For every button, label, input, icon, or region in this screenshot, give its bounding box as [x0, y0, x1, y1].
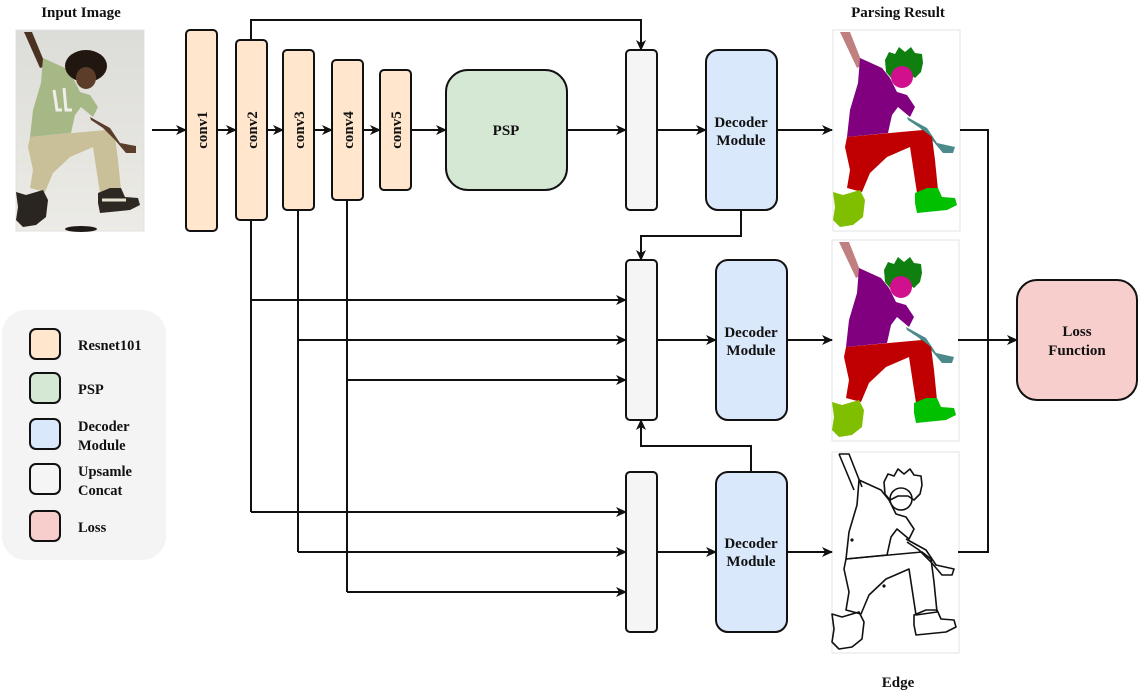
legend-label-concat-line2: Concat	[78, 483, 122, 499]
edge-hair	[883, 468, 923, 501]
edge-arm-left	[838, 453, 863, 491]
concat-block-1	[625, 49, 658, 211]
arrow-decoder1-to-concat2	[636, 210, 742, 261]
input-image-title: Input Image	[41, 5, 121, 21]
concat-block-2	[625, 259, 658, 421]
loss-function-block	[1016, 279, 1138, 401]
conv2-label: conv2	[245, 111, 261, 149]
parsing-result-image-1	[832, 29, 961, 232]
decoder-1-line1: Decoder	[714, 115, 768, 131]
legend-swatch-loss	[29, 510, 61, 542]
parsing-face	[891, 66, 913, 88]
parsing-result-image-2	[831, 239, 960, 442]
edge-title: Edge	[882, 675, 915, 691]
legend-swatch-resnet	[29, 328, 61, 360]
legend-label-concat-line1: Upsamle	[78, 464, 133, 480]
decoder-2-line1: Decoder	[724, 325, 778, 341]
concat-block-3	[625, 471, 658, 633]
parsing-arm-right	[907, 117, 955, 153]
decoder-1-line2: Module	[716, 133, 766, 149]
parsing-shoe-right	[915, 188, 957, 213]
loss-line1: Loss	[1062, 324, 1091, 340]
edge-arm-right	[905, 538, 955, 576]
decoder-3-line2: Module	[726, 554, 776, 570]
arrow-decoder3-to-concat2	[636, 419, 752, 472]
parsing-upper-clothes	[847, 58, 915, 137]
legend-swatch-decoder	[29, 418, 61, 450]
parsing-arm-left	[840, 32, 863, 68]
legend-label-decoder-line2: Module	[78, 438, 126, 454]
edge-pants	[843, 551, 938, 616]
arrow-conv2-skip-to-concat1	[250, 19, 646, 51]
edge-image	[831, 451, 960, 654]
conv3-label: conv3	[292, 111, 308, 149]
input-image	[15, 29, 145, 232]
conv5-label: conv5	[389, 111, 405, 149]
conv1-label: conv1	[195, 111, 211, 149]
legend: Resnet101 PSP Decoder Module Upsamle Con…	[2, 310, 166, 560]
decoder-module-3	[715, 471, 788, 633]
legend-label-decoder-line1: Decoder	[78, 419, 130, 435]
legend-label-loss: Loss	[78, 520, 107, 536]
parsing-result-title: Parsing Result	[851, 5, 945, 21]
edge-shoe-right	[913, 609, 957, 636]
legend-label-resnet: Resnet101	[78, 338, 142, 354]
legend-swatch-concat	[29, 463, 61, 495]
edge-shoe-left	[831, 611, 865, 650]
decoder-2-line2: Module	[726, 343, 776, 359]
edge-face	[889, 487, 913, 511]
parsing-shoe-left	[833, 190, 865, 227]
conv4-label: conv4	[341, 111, 357, 149]
decoder-3-line1: Decoder	[724, 536, 778, 552]
legend-label-psp: PSP	[78, 382, 104, 398]
psp-label: PSP	[493, 123, 520, 139]
legend-swatch-psp	[29, 372, 61, 404]
parsing-pants	[845, 130, 938, 193]
loss-line2: Function	[1048, 343, 1106, 359]
